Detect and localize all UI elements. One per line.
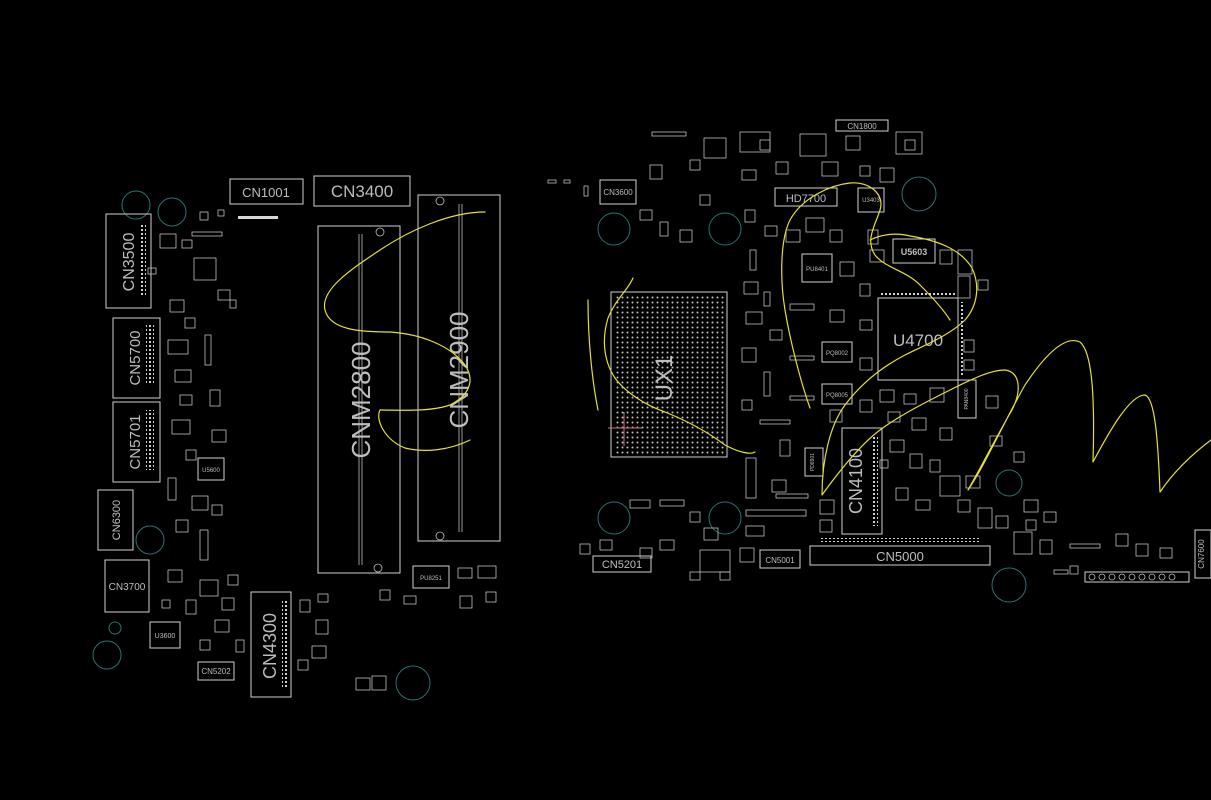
component-cn5701[interactable]: CN5701 xyxy=(112,401,161,483)
small-components-right xyxy=(547,131,1173,581)
label-cnm2800: CNM2800 xyxy=(346,341,376,458)
label-pq8005: PQ8005 xyxy=(826,393,849,399)
label-cn3700: CN3700 xyxy=(109,582,146,593)
label-cn5201: CN5201 xyxy=(602,559,642,571)
left-board: CN1001 CN3400 CN3500 CN5700 CN5701 xyxy=(92,175,501,701)
component-cn3500[interactable]: CN3500 xyxy=(105,213,152,309)
component-pd8901[interactable]: PD8901 xyxy=(804,447,824,477)
mounting-hole-icon xyxy=(157,197,187,227)
label-cn5202: CN5202 xyxy=(201,667,231,676)
mounting-hole-icon xyxy=(135,525,165,555)
component-cn5001[interactable]: CN5001 xyxy=(759,549,801,569)
component-cn5202[interactable]: CN5202 xyxy=(197,661,235,681)
label-cn4300: CN4300 xyxy=(260,613,280,679)
component-cn4300[interactable]: CN4300 xyxy=(250,591,292,698)
label-u4700: U4700 xyxy=(893,331,943,350)
component-pq8002[interactable]: PQ8002 xyxy=(821,341,853,363)
label-cnm2900: CNM2900 xyxy=(444,311,474,428)
annotation-stroke-cpu xyxy=(587,277,756,454)
label-u3403: U3403 xyxy=(862,198,880,204)
right-board: CN3600 UX1 CN1800 HD7700 U3403 U56 xyxy=(547,119,1211,603)
label-cn1800: CN1800 xyxy=(847,122,877,131)
component-cn3700[interactable]: CN3700 xyxy=(104,559,150,613)
label-cn6300: CN6300 xyxy=(111,500,123,540)
component-pu8401[interactable]: PU8401 xyxy=(801,253,833,283)
label-pd8901: PD8901 xyxy=(810,453,816,471)
label-cn5700: CN5700 xyxy=(127,330,144,385)
mounting-hole-icon xyxy=(597,212,631,246)
label-pan8400: PAN8400 xyxy=(964,388,970,409)
label-u5600: U5600 xyxy=(202,468,220,474)
component-pu8251[interactable]: PU8251 xyxy=(412,565,450,589)
component-cn5000[interactable]: CN5000 xyxy=(809,538,991,566)
component-hd7700[interactable]: HD7700 xyxy=(774,187,838,207)
label-cn3600: CN3600 xyxy=(603,188,633,197)
component-u4700[interactable]: U4700 xyxy=(877,292,964,381)
component-u5603[interactable]: U5603 xyxy=(892,238,936,264)
mounting-hole-icon xyxy=(395,665,431,701)
annotation-stroke-right xyxy=(821,233,1211,496)
mounting-hole-icon xyxy=(121,190,151,220)
label-u3600: U3600 xyxy=(155,633,176,640)
component-cn4100[interactable]: CN4100 xyxy=(841,427,883,535)
annotation-stroke-left xyxy=(323,211,486,451)
component-cnm2900[interactable]: CNM2900 xyxy=(417,194,501,542)
label-ux1: UX1 xyxy=(651,355,678,402)
freehand-annotations xyxy=(323,182,1211,496)
label-pu8251: PU8251 xyxy=(420,576,442,582)
mounting-hole-icon xyxy=(92,640,122,670)
mounting-hole-icon xyxy=(708,212,742,246)
label-pq8002: PQ8002 xyxy=(826,351,849,357)
label-cn3500: CN3500 xyxy=(121,233,138,292)
component-cnm2800[interactable]: CNM2800 xyxy=(317,225,401,574)
label-cn5001: CN5001 xyxy=(765,556,795,565)
label-cn5701: CN5701 xyxy=(127,414,144,469)
component-cn6300[interactable]: CN6300 xyxy=(97,489,134,551)
component-cn5201[interactable]: CN5201 xyxy=(592,555,652,573)
component-cn3400[interactable]: CN3400 xyxy=(313,175,411,207)
label-cn3400: CN3400 xyxy=(331,182,393,201)
small-components-left xyxy=(147,209,497,691)
component-pan8400[interactable]: PAN8400 xyxy=(957,379,977,419)
label-hd7700: HD7700 xyxy=(786,193,826,205)
mounting-hole-icon xyxy=(995,469,1023,497)
component-pq8005[interactable]: PQ8005 xyxy=(821,383,853,405)
mounting-hole-icon xyxy=(108,621,122,635)
label-cn1001: CN1001 xyxy=(242,185,290,200)
component-u3600[interactable]: U3600 xyxy=(149,621,181,649)
component-cn5700[interactable]: CN5700 xyxy=(112,317,161,399)
component-cn3600[interactable]: CN3600 xyxy=(599,179,637,205)
component-ux1[interactable]: UX1 xyxy=(608,291,728,458)
label-cn7600: CN7600 xyxy=(1197,539,1206,569)
component-cn7600[interactable]: CN7600 xyxy=(1194,529,1211,579)
label-cn4100: CN4100 xyxy=(846,448,866,514)
component-cn1800[interactable]: CN1800 xyxy=(835,119,889,132)
label-pu8401: PU8401 xyxy=(806,267,828,273)
component-cn1001[interactable]: CN1001 xyxy=(229,178,304,219)
mounting-hole-icon xyxy=(901,176,937,212)
mounting-hole-icon xyxy=(991,567,1027,603)
annotation-stroke-center xyxy=(781,182,951,409)
label-u5603: U5603 xyxy=(901,247,928,257)
mounting-hole-icon xyxy=(597,501,631,535)
component-u5600[interactable]: U5600 xyxy=(197,457,225,481)
label-cn5000: CN5000 xyxy=(876,549,924,564)
connector-strip-bottom xyxy=(1084,571,1190,583)
mounting-hole-icon xyxy=(708,501,742,535)
